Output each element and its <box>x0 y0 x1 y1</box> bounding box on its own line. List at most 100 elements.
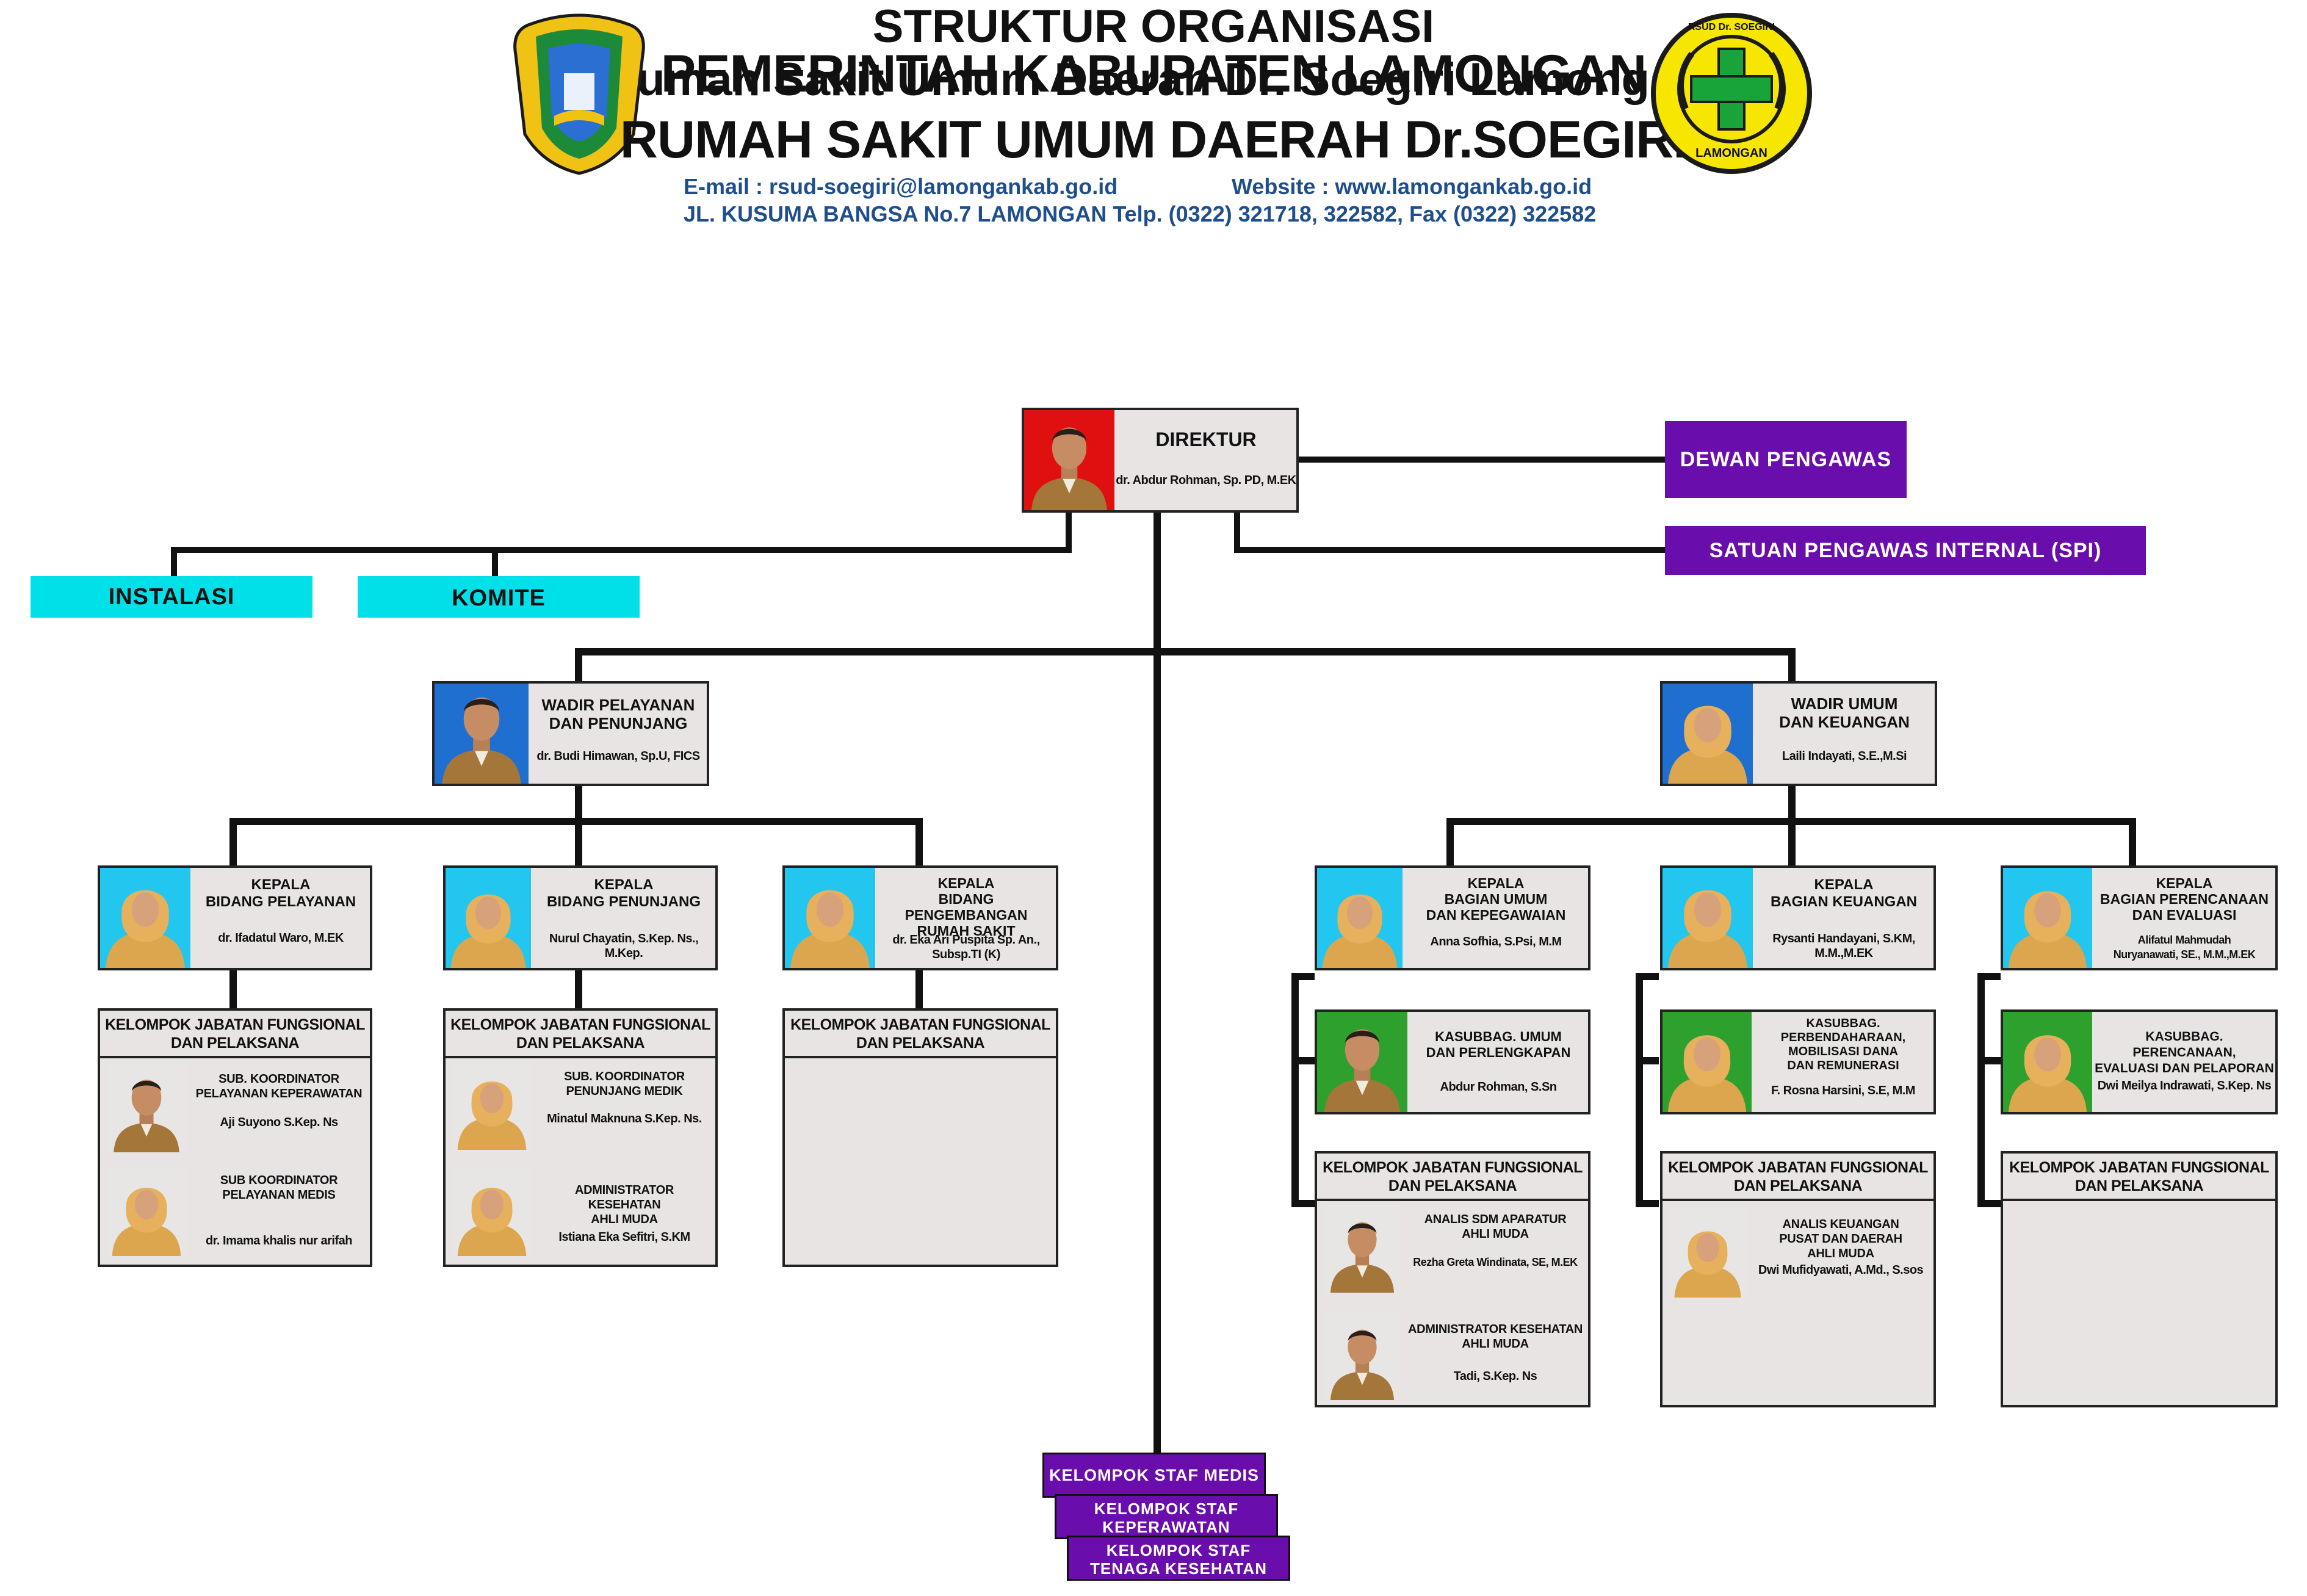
kasubbag-photo <box>1317 1012 1407 1112</box>
member-name: Minatul Maknuna S.Kep. Ns. <box>547 1112 702 1125</box>
header-line-1: PEMERINTAH KABUPATEN LAMONGAN <box>660 45 1647 103</box>
komite-box: KOMITE <box>358 576 640 618</box>
kasubbag-name: F. Rosna Harsini, S.E, M.M <box>1771 1084 1915 1097</box>
member-photo <box>1324 1311 1400 1400</box>
wadir-umum-role-1: WADIR UMUM <box>1791 695 1898 713</box>
member-name: Rezha Greta Windinata, SE, M.EK <box>1413 1256 1578 1268</box>
direktur-role: DIREKTUR <box>1155 428 1257 450</box>
kepala-card: KEPALA BIDANG PENUNJANG Nurul Chayatin, … <box>443 865 718 970</box>
wadir-pelayanan-name: dr. Budi Himawan, Sp.U, FICS <box>536 749 700 763</box>
member-role: ANALIS SDM APARATUR AHLI MUDA <box>1424 1213 1567 1241</box>
kabupaten-lamongan-logo <box>511 12 647 176</box>
kepala-photo <box>446 868 531 968</box>
member-role: ANALIS KEUANGAN PUSAT DAN DAERAH AHLI MU… <box>1779 1218 1902 1260</box>
kelompok-jabatan-title: KELOMPOK JABATAN FUNGSIONAL DAN PELAKSAN… <box>1317 1158 1588 1201</box>
member-role: ADMINISTRATOR KESEHATAN AHLI MUDA <box>574 1183 674 1226</box>
member-photo <box>1670 1208 1746 1298</box>
kasubbag-card: KASUBBAG. PERENCANAAN, EVALUASI DAN PELA… <box>2001 1009 2278 1114</box>
direktur-name: dr. Abdur Rohman, Sp. PD, M.EK <box>1116 474 1296 487</box>
kasubbag-card: KASUBBAG. PERBENDAHARAAN, MOBILISASI DAN… <box>1660 1009 1936 1114</box>
member-role: SUB. KOORDINATOR PELAYANAN KEPERAWATAN <box>195 1072 363 1100</box>
member-role: ADMINISTRATOR KESEHATAN AHLI MUDA <box>1407 1323 1583 1351</box>
wadir-pelayanan-card: WADIR PELAYANAN DAN PENUNJANG dr. Budi H… <box>432 681 709 786</box>
header-line-2: RUMAH SAKIT UMUM DAERAH Dr.SOEGIRI <box>619 110 1688 169</box>
member-name: Istiana Eka Sefitri, S.KM <box>558 1230 690 1244</box>
member-photo <box>1324 1204 1400 1293</box>
kelompok-jabatan-box: KELOMPOK JABATAN FUNGSIONAL DAN PELAKSAN… <box>782 1008 1058 1267</box>
kepala-name: dr. Eka Ari Puspita Sp. An., Subsp.TI (K… <box>892 933 1040 961</box>
spi-box: SATUAN PENGAWAS INTERNAL (SPI) <box>1665 526 2146 575</box>
member-photo <box>453 1167 531 1256</box>
header-address: JL. KUSUMA BANGSA No.7 LAMONGAN Telp. (0… <box>684 201 1597 226</box>
kasubbag-card: KASUBBAG. UMUM DAN PERLENGKAPAN Abdur Ro… <box>1315 1009 1590 1114</box>
kasubbag-photo <box>1663 1012 1752 1112</box>
kepala-name: dr. Ifadatul Waro, M.EK <box>218 931 344 945</box>
kepala-role: KEPALA BAGIAN KEUANGAN <box>1771 876 1917 910</box>
member-role: SUB KOORDINATOR PELAYANAN MEDIS <box>220 1174 338 1202</box>
kelompok-jabatan-title: KELOMPOK JABATAN FUNGSIONAL DAN PELAKSAN… <box>446 1016 715 1058</box>
member-role: SUB. KOORDINATOR PENUNJANG MEDIK <box>564 1070 685 1098</box>
rsud-logo-top-text: RSUD Dr. SOEGIRI <box>1688 22 1775 32</box>
kepala-name: Anna Sofhia, S.Psi, M.M <box>1430 935 1562 948</box>
dewan-pengawas-box: DEWAN PENGAWAS <box>1665 421 1907 498</box>
member-photo <box>453 1061 531 1150</box>
kepala-role: KEPALA BIDANG PENGEMBANGAN RUMAH SAKIT <box>904 875 1028 939</box>
kepala-role: KEPALA BIDANG PENUNJANG <box>546 876 701 910</box>
kelompok-jabatan-box: KELOMPOK JABATAN FUNGSIONAL DAN PELAKSAN… <box>1315 1151 1590 1407</box>
kasubbag-name: Abdur Rohman, S.Sn <box>1440 1080 1558 1094</box>
kelompok-jabatan-title: KELOMPOK JABATAN FUNGSIONAL DAN PELAKSAN… <box>2003 1158 2275 1201</box>
kelompok-jabatan-box: KELOMPOK JABATAN FUNGSIONAL DAN PELAKSAN… <box>98 1008 372 1267</box>
direktur-card: DIREKTUR dr. Abdur Rohman, Sp. PD, M.EK <box>1022 408 1299 513</box>
kepala-card: KEPALA BAGIAN UMUM DAN KEPEGAWAIAN Anna … <box>1315 865 1590 970</box>
kelompok-jabatan-title: KELOMPOK JABATAN FUNGSIONAL DAN PELAKSAN… <box>1663 1158 1933 1201</box>
wadir-pelayanan-role-1: WADIR PELAYANAN <box>541 696 695 714</box>
kasubbag-photo <box>2003 1012 2092 1112</box>
wadir-pelayanan-role-2: DAN PENUNJANG <box>549 714 688 732</box>
header-email: E-mail : rsud-soegiri@lamongankab.go.id <box>684 174 1118 199</box>
wadir-umum-photo <box>1663 684 1753 784</box>
kepala-role: KEPALA BAGIAN PERENCANAAN DAN EVALUASI <box>2099 875 2269 923</box>
kepala-role: KEPALA BIDANG PELAYANAN <box>205 876 356 910</box>
member-photo <box>107 1167 186 1256</box>
wadir-pelayanan-photo <box>435 684 529 784</box>
kepala-name: Alifatul Mahmudah Nuryanawati, SE., M.M.… <box>2113 934 2256 961</box>
instalasi-box: INSTALASI <box>31 576 312 618</box>
kelompok-jabatan-box: KELOMPOK JABATAN FUNGSIONAL DAN PELAKSAN… <box>2001 1151 2278 1407</box>
kepala-card: KEPALA BIDANG PELAYANAN dr. Ifadatul War… <box>98 865 372 970</box>
kepala-name: Nurul Chayatin, S.Kep. Ns., M.Kep. <box>549 932 699 960</box>
kepala-photo <box>1317 868 1403 968</box>
member-name: dr. Imama khalis nur arifah <box>206 1234 352 1248</box>
kasubbag-role: KASUBBAG. UMUM DAN PERLENGKAPAN <box>1426 1029 1571 1060</box>
kasubbag-role: KASUBBAG. PERBENDAHARAAN, MOBILISASI DAN… <box>1780 1017 1906 1072</box>
rsud-soegiri-logo: RSUD Dr. SOEGIRI LAMONGAN <box>1649 11 1814 176</box>
member-photo <box>107 1063 186 1152</box>
kepala-card: KEPALA BIDANG PENGEMBANGAN RUMAH SAKIT d… <box>782 865 1058 970</box>
kepala-photo <box>2003 868 2092 968</box>
kasubbag-name: Dwi Meilya Indrawati, S.Kep. Ns <box>2097 1079 2272 1092</box>
chart-title: STRUKTUR ORGANISASI <box>872 1 1435 52</box>
member-name: Dwi Mufidyawati, A.Md., S.sos <box>1758 1263 1924 1277</box>
kepala-photo <box>1663 868 1753 968</box>
kepala-photo <box>100 868 190 968</box>
direktur-photo <box>1024 410 1114 510</box>
kelompok-staf-keperawatan-box: KELOMPOK STAF KEPERAWATAN <box>1055 1494 1278 1539</box>
kepala-card: KEPALA BAGIAN KEUANGAN Rysanti Handayani… <box>1660 865 1936 970</box>
kelompok-staf-medis-box: KELOMPOK STAF MEDIS <box>1042 1453 1266 1498</box>
chart-subtitle: Rumah Sakit Umum Daerah Dr. Soegiri Lamo… <box>603 54 1704 106</box>
kepala-role: KEPALA BAGIAN UMUM DAN KEPEGAWAIAN <box>1426 875 1566 923</box>
kepala-name: Rysanti Handayani, S.KM, M.M.,M.EK <box>1772 932 1915 960</box>
wadir-umum-role-2: DAN KEUANGAN <box>1779 713 1910 731</box>
kelompok-staf-nakes-lain-box: KELOMPOK STAF TENAGA KESEHATAN LAIN <box>1067 1536 1290 1596</box>
kepala-card: KEPALA BAGIAN PERENCANAAN DAN EVALUASI A… <box>2001 865 2278 970</box>
kelompok-jabatan-title: KELOMPOK JABATAN FUNGSIONAL DAN PELAKSAN… <box>100 1016 370 1058</box>
kasubbag-role: KASUBBAG. PERENCANAAN, EVALUASI DAN PELA… <box>2095 1030 2274 1075</box>
rsud-logo-bottom-text: LAMONGAN <box>1695 146 1767 160</box>
member-name: Tadi, S.Kep. Ns <box>1453 1370 1537 1383</box>
wadir-umum-card: WADIR UMUM DAN KEUANGAN Laili Indayati, … <box>1660 681 1937 786</box>
wadir-umum-name: Laili Indayati, S.E.,M.Si <box>1782 749 1907 763</box>
kelompok-jabatan-box: KELOMPOK JABATAN FUNGSIONAL DAN PELAKSAN… <box>443 1008 718 1267</box>
kepala-photo <box>785 868 875 968</box>
kelompok-jabatan-title: KELOMPOK JABATAN FUNGSIONAL DAN PELAKSAN… <box>785 1016 1056 1058</box>
header-website: Website : www.lamongankab.go.id <box>1232 174 1592 199</box>
kelompok-jabatan-box: KELOMPOK JABATAN FUNGSIONAL DAN PELAKSAN… <box>1660 1151 1936 1407</box>
